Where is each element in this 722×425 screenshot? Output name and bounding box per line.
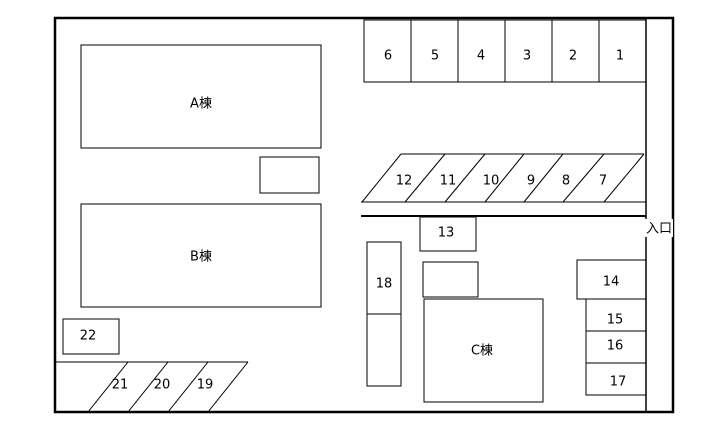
space-label-3: 3 xyxy=(523,49,531,64)
parking-space-18-lower xyxy=(366,313,402,387)
building-c xyxy=(423,298,544,403)
space-label-16: 16 xyxy=(607,339,624,354)
space-label-20: 20 xyxy=(154,378,171,393)
small-box xyxy=(422,261,479,298)
building-c-label: C棟 xyxy=(471,344,493,359)
space-label-18: 18 xyxy=(376,277,393,292)
parking-space-17 xyxy=(585,362,647,396)
space-label-5: 5 xyxy=(431,49,439,64)
space-label-13: 13 xyxy=(438,226,455,241)
site-boundary xyxy=(53,16,675,414)
parking-space-13 xyxy=(419,216,477,252)
parking-space-1 xyxy=(598,19,647,83)
space-label-17: 17 xyxy=(610,375,627,390)
diagonal-parking-row-7-12 xyxy=(361,153,645,203)
space-label-6: 6 xyxy=(384,49,392,64)
space-label-12: 12 xyxy=(396,174,413,189)
space-label-21: 21 xyxy=(112,378,129,393)
building-b-label: B棟 xyxy=(190,250,212,265)
space-label-8: 8 xyxy=(562,174,570,189)
space-label-9: 9 xyxy=(527,174,535,189)
space-label-11: 11 xyxy=(440,174,457,189)
building-a-label: A棟 xyxy=(190,97,212,112)
space-label-19: 19 xyxy=(197,378,214,393)
small-box xyxy=(259,156,320,194)
diagonal-parking-row-19-21 xyxy=(87,361,249,413)
space-label-10: 10 xyxy=(483,174,500,189)
space-label-14: 14 xyxy=(603,275,620,290)
space-label-1: 1 xyxy=(616,49,624,64)
space-label-22: 22 xyxy=(80,329,97,344)
space-label-7: 7 xyxy=(599,174,607,189)
parking-space-22 xyxy=(62,318,120,355)
building-a xyxy=(80,44,322,149)
space-label-15: 15 xyxy=(607,313,624,328)
space-label-4: 4 xyxy=(477,49,485,64)
building-b xyxy=(80,203,322,308)
space-label-2: 2 xyxy=(569,49,577,64)
entrance-label: 入口 xyxy=(646,222,672,237)
